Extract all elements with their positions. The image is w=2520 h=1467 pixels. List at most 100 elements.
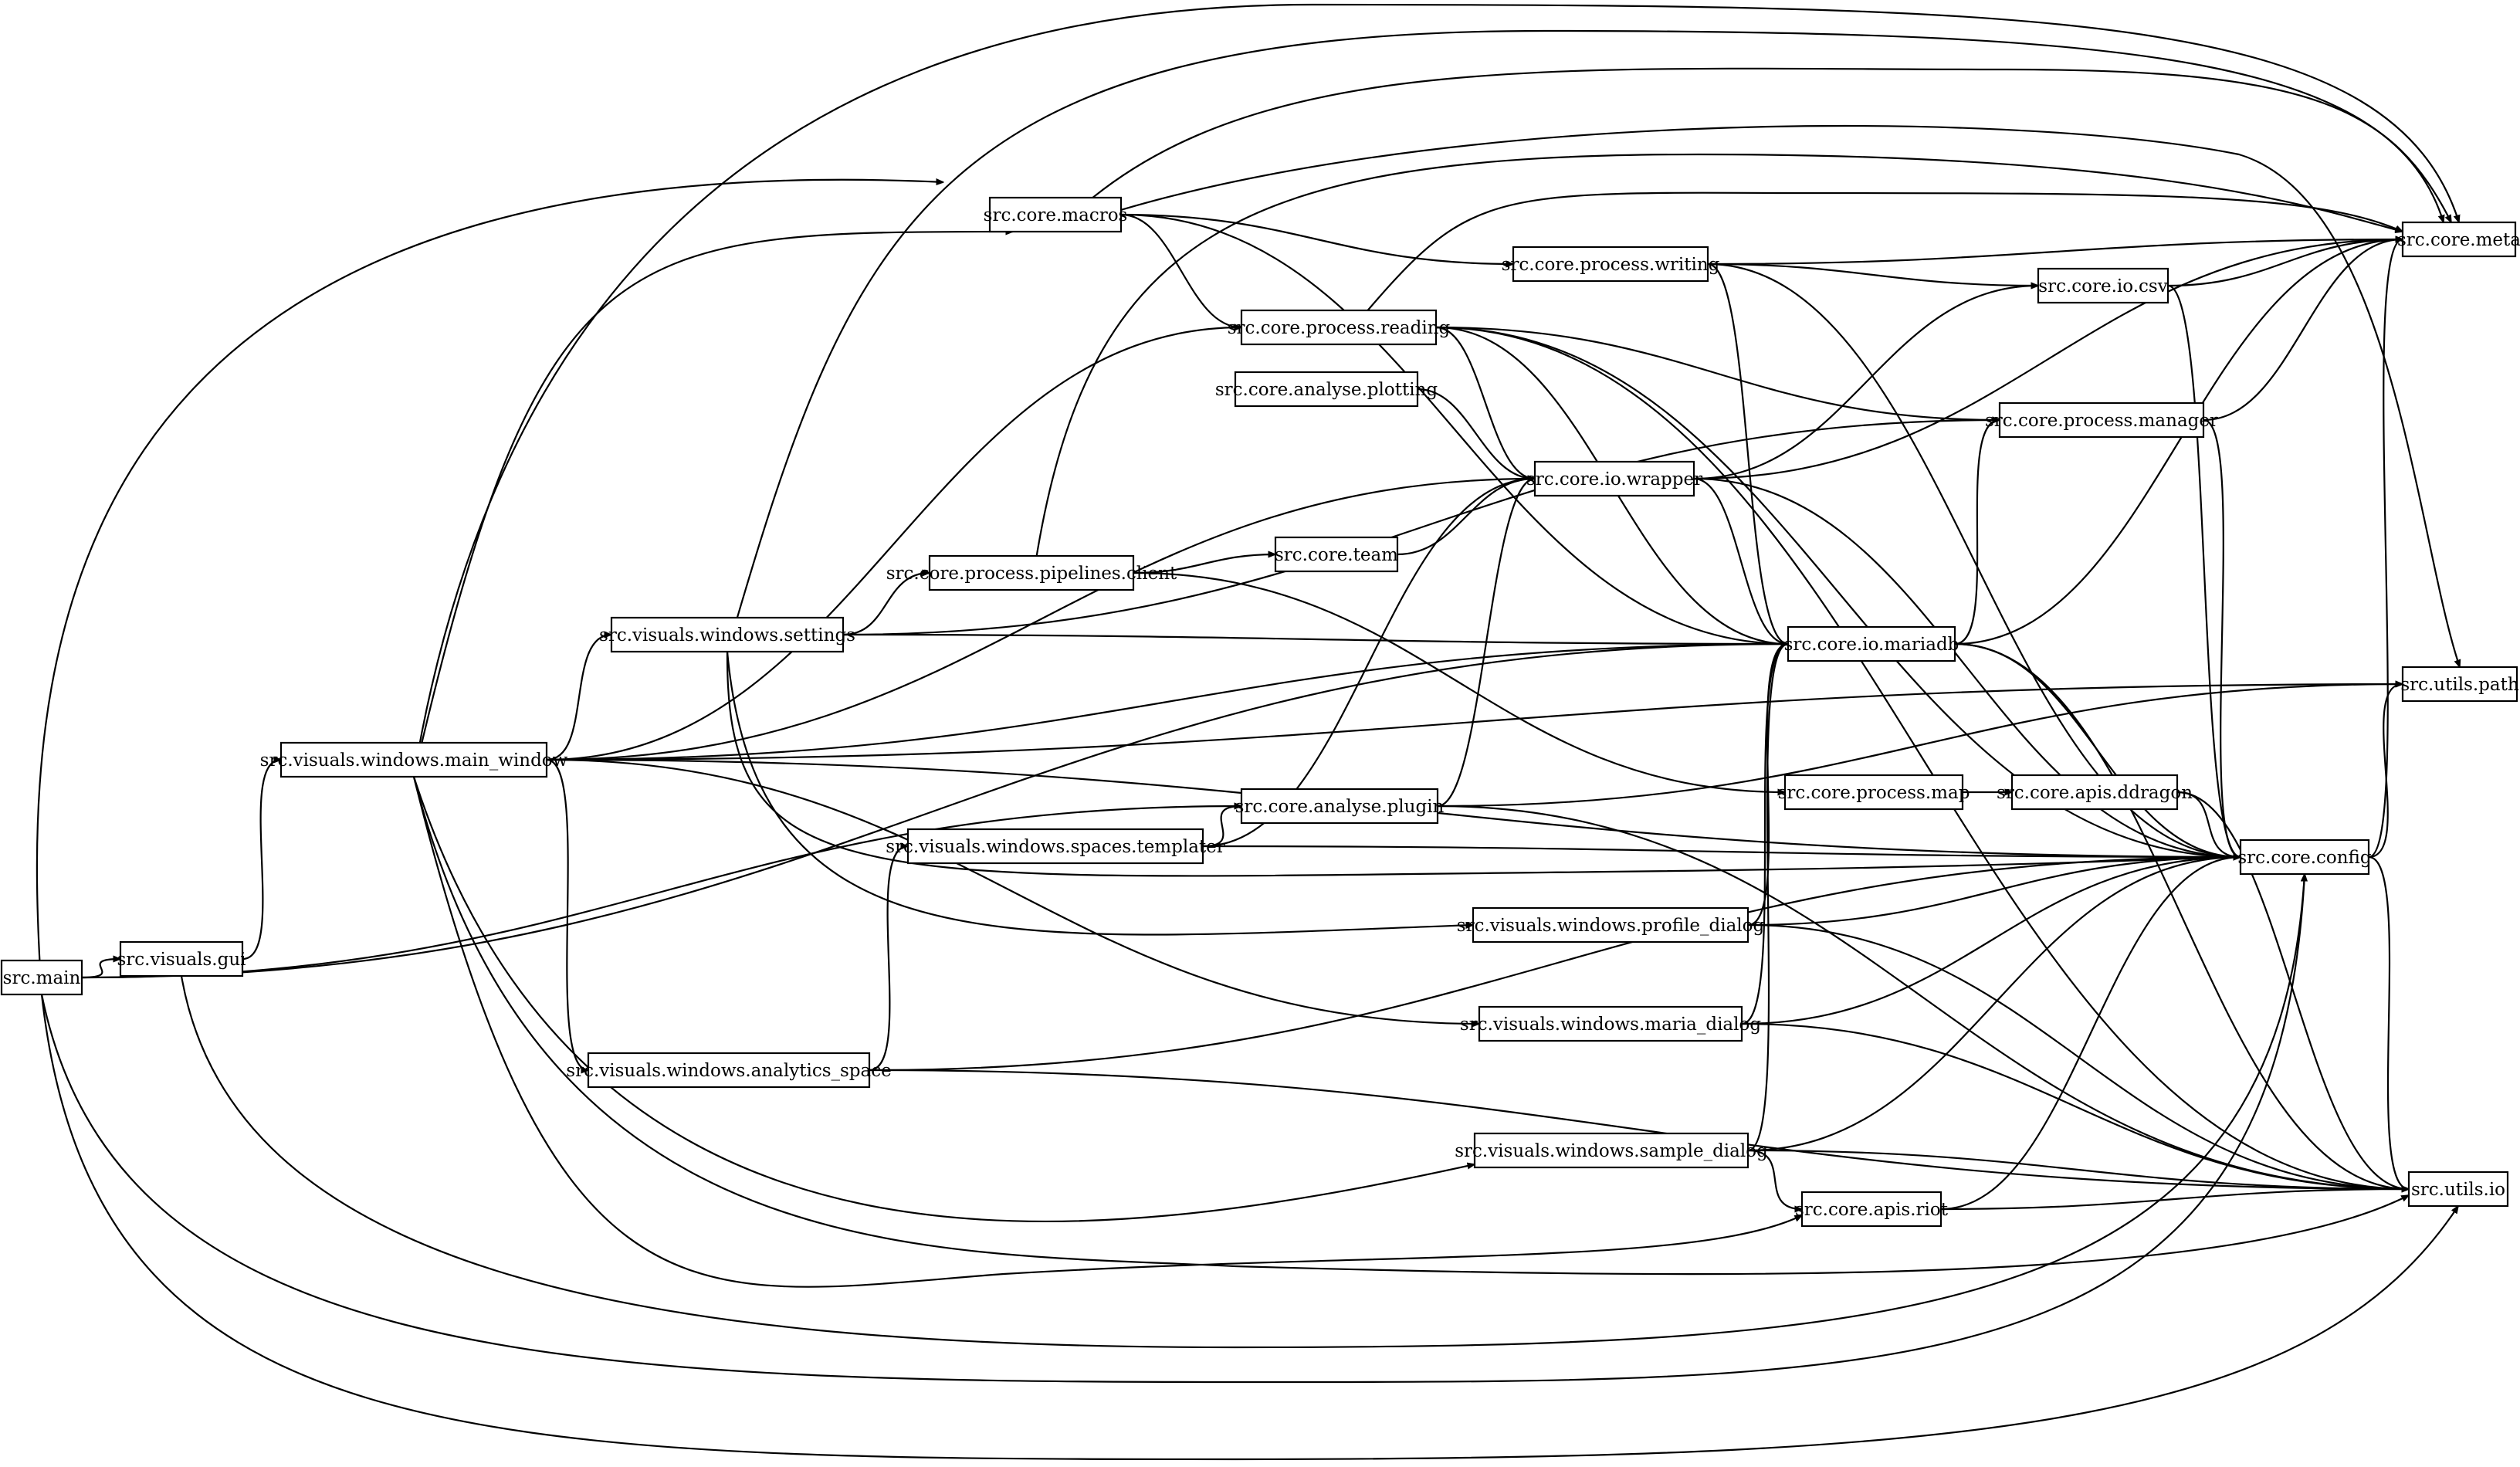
edge-riot-to-config [1940,857,2241,1211]
edge-main-to-mariadb [81,644,1788,979]
node-src-core-analyse-plotting: src.core.analyse.plotting [1215,371,1438,408]
edge-riot-to-io [1940,1189,2409,1211]
node-src-visuals-windows-analytics-space: src.visuals.windows.analytics_space [566,1052,892,1089]
node-label: src.visuals.windows.main_window [260,750,568,771]
edge-sample-to-config [1747,857,2241,1152]
edge-path [546,635,611,761]
node-box [119,940,244,977]
edge-path [1202,845,2241,857]
edge-reading-to-wrapper [1435,326,1535,479]
node-box [279,741,548,778]
node-label: src.core.io.csv [2038,276,2167,296]
edge-config-to-meta [2368,239,2403,859]
edge-path [2167,239,2403,287]
node-box [1274,536,1399,573]
edge-path [1741,644,1788,1025]
edge-config-to-io [2368,855,2409,1189]
edge-manager-to-config [2203,418,2241,857]
node-box [0,959,83,996]
edge-path [1030,153,2403,591]
node-box [2239,839,2370,876]
node-label: src.visuals.windows.sample_dialog [1455,1141,1768,1161]
node-box [2401,221,2517,258]
edge-gui-to-mainwin [242,760,281,960]
edge-path [2203,239,2403,422]
edge-gui-to-config [180,874,2305,1349]
node-src-core-io-wrapper: src.core.io.wrapper [1526,460,1702,497]
edge-path [412,3,2459,778]
edge-mainwin-to-riot [412,776,1802,1288]
edge-path [842,633,1788,644]
edge-path [1435,326,2241,857]
edge-path [40,994,2458,1461]
node-label: src.core.apis.ddragon [1997,783,2193,803]
edge-path [1741,1022,2409,1189]
edge-mainwin-to-sample [412,776,1475,1223]
edge-macros-to-writing [1120,213,1513,264]
edge-path [1055,124,2460,667]
edge-path [1693,477,1788,644]
node-src-core-process-manager: src.core.process.manager [1985,401,2218,439]
node-src-core-apis-ddragon: src.core.apis.ddragon [1997,774,2193,811]
node-src-visuals-windows-spaces-templater: src.visuals.windows.spaces.templater [886,828,1225,865]
node-label: src.core.apis.riot [1795,1200,1949,1220]
edge-path [1693,239,2403,480]
node-src-visuals-windows-sample-dialog: src.visuals.windows.sample_dialog [1455,1132,1768,1169]
edge-path [412,776,1475,1223]
edge-path [1437,479,1535,808]
edge-path [1940,857,2241,1211]
edge-mariadb-to-io [1954,642,2409,1189]
node-label: src.visuals.gui [117,950,246,970]
edge-plugin-to-io [1437,805,2409,1189]
node-src-visuals-windows-maria-dialog: src.visuals.windows.maria_dialog [1460,1005,1761,1042]
edge-csv-to-meta [2167,239,2403,287]
nodes: src.main src.visuals.gui src.visuals.windo… [0,196,2520,1228]
edge-path [1693,286,2038,480]
node-src-main: src.main [0,959,83,996]
node-src-visuals-gui: src.visuals.gui [117,940,246,977]
node-src-core-process-map: src.core.process.map [1778,774,1970,811]
edge-settings-to-pipeclient [842,573,930,636]
node-src-visuals-windows-settings: src.visuals.windows.settings [599,616,855,653]
edge-path [1437,684,2403,808]
node-box [1473,1132,1749,1169]
edge-path [2203,418,2241,857]
edge-path [36,180,943,995]
edge-path [1747,857,2241,927]
edge-reading-to-meta [1338,191,2403,345]
node-box [2401,666,2518,703]
node-label: src.core.io.wrapper [1526,469,1702,490]
edge-settings-to-meta [726,29,2444,652]
node-src-core-process-writing: src.core.process.writing [1502,246,1720,283]
edge-mainwin-to-mariadb [546,644,1788,761]
edge-path [1747,857,2241,1152]
edge-ddragon-to-io [2176,791,2409,1189]
edge-profile-to-config [1747,857,2241,927]
edge-path [1120,213,1241,327]
edge-path [1120,213,1513,264]
edge-writing-to-meta [1707,239,2403,266]
edge-team-to-wrapper [1397,479,1535,556]
edge-path [546,327,1241,761]
edge-path [81,959,120,979]
edge-analytics-to-io [869,1069,2409,1189]
node-src-core-meta: src.core.meta [2397,221,2520,258]
node-box [1240,788,1439,825]
edge-pipeclient-to-procmap [1133,571,1785,792]
node-label: src.visuals.windows.profile_dialog [1457,916,1765,936]
edge-main-to-io [40,994,2458,1461]
edge-path [869,857,2241,1072]
edge-mariadb-to-manager [1954,420,2000,645]
edge-mainwin-to-reading [546,327,1241,761]
edge-path [1954,420,2000,645]
edge-wrapper-to-meta [1693,239,2403,480]
edge-plotting-to-wrapper [1417,388,1535,479]
edge-path [1417,388,1535,479]
edge-main-to-macros [36,180,943,995]
node-label: src.utils.path [2400,675,2519,695]
node-label: src.core.team [1275,545,1398,565]
edge-sample-to-riot [1747,1149,1802,1209]
edge-settings-to-mariadb [842,633,1788,644]
edge-analytics-to-config [869,857,2241,1072]
node-label: src.core.macros [984,205,1128,225]
